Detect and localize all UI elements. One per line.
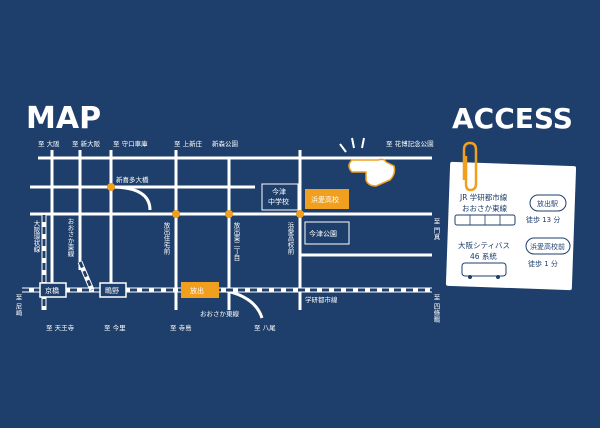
jr-station-badge-box — [529, 194, 567, 212]
access-heading: ACCESS — [452, 102, 573, 135]
label-kamishinjo: 至 上新庄 — [174, 139, 203, 148]
label-osaka-higashi-2: おおさか東線 — [200, 309, 240, 318]
node-1 — [172, 210, 180, 218]
kyoai-high-school-box — [305, 189, 349, 209]
map-heading: MAP — [26, 101, 101, 136]
node-shinkita — [107, 183, 115, 191]
label-yao: 至 八尾 — [254, 324, 276, 332]
station-kyobashi-box — [39, 282, 67, 298]
train-icon — [454, 214, 516, 226]
bus-stop-badge-box — [525, 237, 571, 255]
label-gakken: 学研都市線 — [305, 295, 338, 304]
label-shin-osaka: 至 新大阪 — [72, 139, 101, 148]
jr-station-badge: 放出駅 — [537, 199, 558, 208]
railway — [22, 215, 432, 310]
label-shinmori-park: 新森公園 — [212, 139, 238, 148]
node-2 — [225, 210, 233, 218]
jr-line-1: JR 学研都市線 — [459, 192, 508, 202]
label-moriguchi: 至 守口車庫 — [113, 139, 148, 148]
label-hanahaku: 至 花博記念公園 — [386, 139, 434, 148]
station-hanaten-box — [181, 282, 219, 298]
label-osaka-higashi-1: おおさか東線 — [66, 218, 74, 257]
label-hanaten-2chome: 放出東二丁目 — [232, 221, 240, 262]
label-shinkita-bridge: 新喜多大橋 — [116, 175, 149, 184]
hand-pointer-icon — [339, 137, 396, 187]
station-shigino: 鴫野 — [105, 286, 119, 295]
imazu-middle-school-2: 中学校 — [268, 197, 289, 206]
station-hanaten: 放出 — [190, 286, 204, 295]
bus-line-1: 大阪シティバス — [458, 240, 510, 250]
imazu-middle-school-box — [261, 183, 299, 211]
jr-walk: 徒歩 13 分 — [526, 215, 560, 224]
label-kadoma: 至 門真 — [432, 218, 440, 241]
label-shijonawate: 至 四條畷 — [432, 294, 440, 324]
kyoai-high-school: 浜愛高校 — [311, 195, 339, 204]
label-osaka: 至 大阪 — [38, 139, 60, 148]
access-card: JR 学研都市線 おおさか東線 放出駅 徒歩 13 分 大阪シティバス 46 系… — [445, 141, 577, 291]
node-3 — [296, 210, 304, 218]
label-tennoji: 至 天王寺 — [46, 324, 75, 332]
label-imasato: 至 今里 — [104, 323, 126, 332]
jr-line-2: おおさか東線 — [462, 203, 507, 213]
label-teranoshima: 至 寺島 — [170, 323, 192, 332]
imazu-park-box — [304, 221, 350, 245]
station-kyobashi: 京橋 — [45, 286, 59, 295]
paperclip-icon — [462, 141, 478, 192]
label-amagasaki: 至 尼崎 — [14, 294, 22, 316]
bus-stop-badge: 浜愛高校前 — [530, 242, 565, 251]
imazu-middle-school-1: 今津 — [272, 187, 286, 196]
label-hanaten-street: 放出住宅前 — [162, 221, 170, 256]
bus-line-2: 46 系統 — [470, 251, 497, 261]
road-curve — [110, 185, 152, 211]
imazu-park: 今津公園 — [309, 229, 337, 238]
label-kyoai-school: 浜愛高校前 — [286, 221, 294, 256]
label-osaka-loop: 大阪環状線 — [32, 219, 40, 253]
bus-icon — [461, 262, 507, 279]
station-shigino-box — [99, 282, 127, 298]
bus-walk: 徒歩 1 分 — [528, 259, 558, 268]
